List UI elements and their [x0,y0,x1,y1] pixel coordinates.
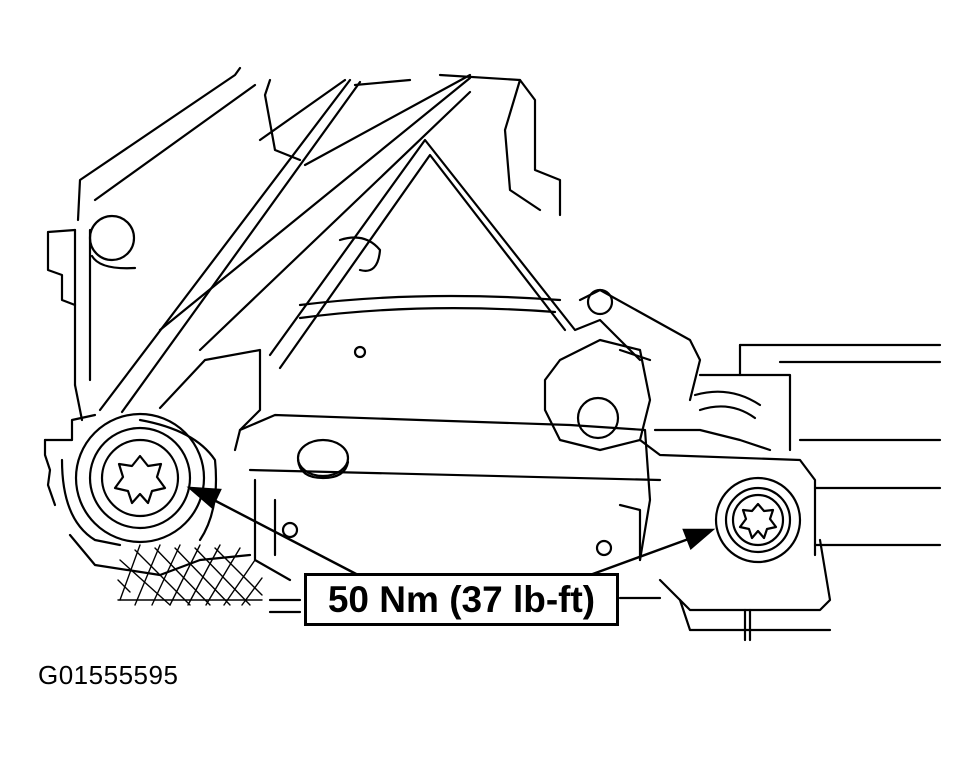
lower-frame [268,596,662,614]
mesh-grating [117,544,263,606]
figure-id: G01555595 [38,660,179,690]
left-bracket [43,413,252,577]
torx-bolt-icon [74,412,206,544]
body-panel [46,66,257,422]
hinge-plate [268,138,642,370]
upper-pillar [258,73,562,217]
right-rail [693,343,942,547]
link-bracket [543,288,817,557]
torx-bolt-icon [714,476,802,564]
torque-callout: 50 Nm (37 lb-ft) [304,573,619,626]
lower-housing [233,413,832,642]
leader-arrows [186,486,716,578]
hinge-arm [98,76,472,432]
